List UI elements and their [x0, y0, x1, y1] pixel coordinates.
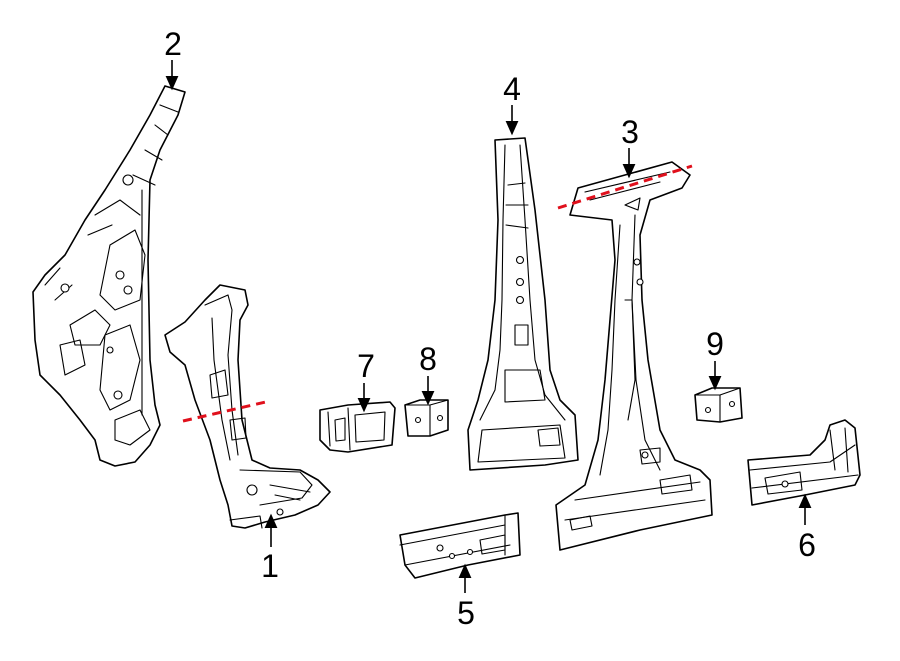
- part-5-rocker-reinforcement: [399, 512, 521, 579]
- part-2-a-pillar-outer-panel: [32, 85, 186, 467]
- callout-5: 5: [457, 595, 475, 631]
- part-6-rocker-extension: [747, 419, 861, 506]
- cut-line-b-pillar: [557, 164, 693, 210]
- callout-8: 8: [419, 341, 437, 377]
- part-9-spacer-block: [694, 387, 743, 423]
- callout-1: 1: [261, 548, 279, 584]
- callout-4: 4: [503, 71, 521, 107]
- callout-7: 7: [357, 348, 375, 384]
- part-8-spacer-block: [404, 399, 449, 437]
- part-4-b-pillar-reinforcement: [467, 137, 579, 471]
- part-1-a-pillar-inner: [164, 284, 331, 529]
- callout-3: 3: [621, 114, 639, 150]
- part-3-b-pillar-outer: [555, 161, 713, 551]
- part-7-pillar-bracket: [319, 401, 396, 453]
- callout-2: 2: [164, 26, 182, 62]
- callout-6: 6: [798, 527, 816, 563]
- callout-9: 9: [706, 326, 724, 362]
